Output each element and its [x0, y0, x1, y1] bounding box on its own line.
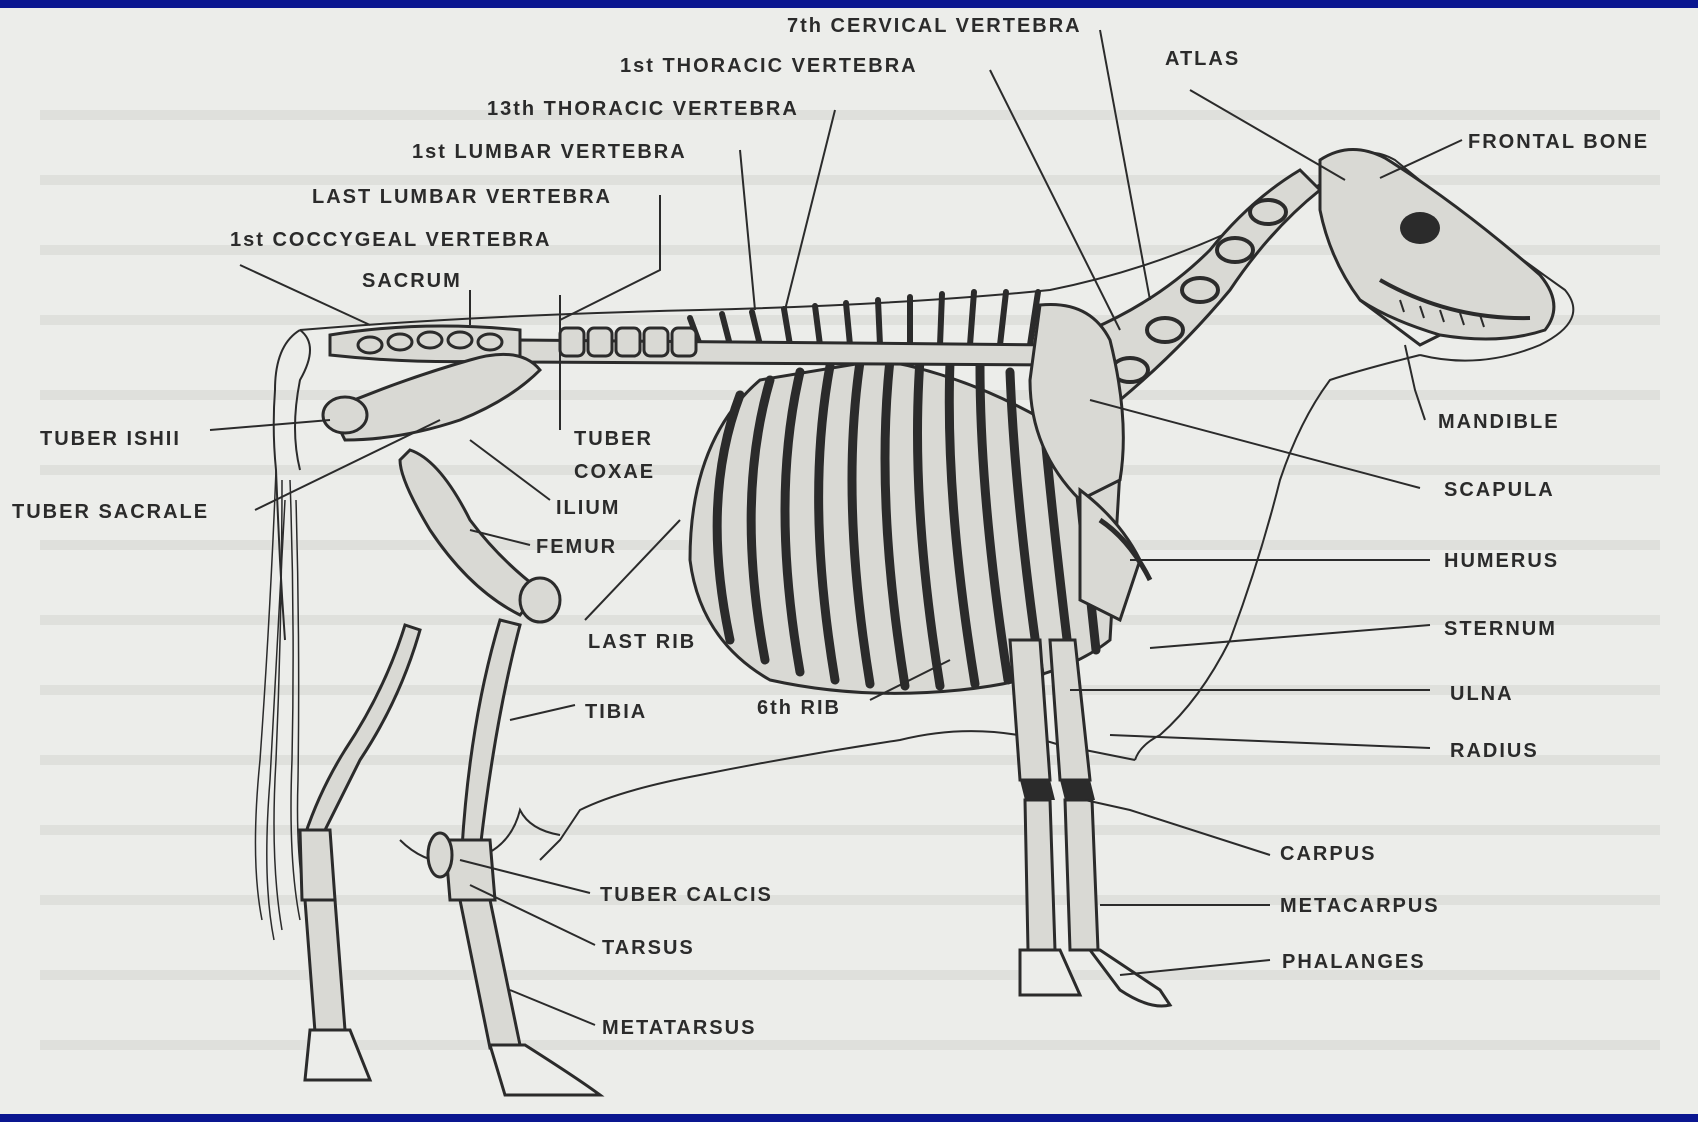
label-tuber-coxae-line1: TUBER [574, 428, 653, 450]
label-13th-thoracic-vertebra: 13th THORACIC VERTEBRA [487, 98, 799, 120]
label-tarsus: TARSUS [602, 937, 695, 959]
label-tuber-calcis: TUBER CALCIS [600, 884, 773, 906]
label-mandible: MANDIBLE [1438, 411, 1560, 433]
label-1st-thoracic-vertebra: 1st THORACIC VERTEBRA [620, 55, 918, 77]
label-tuber-sacrale: TUBER SACRALE [12, 501, 209, 523]
label-tuber-ishii: TUBER ISHII [40, 428, 181, 450]
label-6th-rib: 6th RIB [757, 697, 841, 719]
label-metatarsus: METATARSUS [602, 1017, 756, 1039]
label-ulna: ULNA [1450, 683, 1514, 705]
label-1st-coccygeal-vertebra: 1st COCCYGEAL VERTEBRA [230, 229, 551, 251]
label-last-lumbar-vertebra: LAST LUMBAR VERTEBRA [312, 186, 612, 208]
label-carpus: CARPUS [1280, 843, 1376, 865]
label-tuber-coxae-line2: COXAE [574, 461, 655, 483]
label-last-rib: LAST RIB [588, 631, 696, 653]
label-humerus: HUMERUS [1444, 550, 1559, 572]
label-frontal-bone: FRONTAL BONE [1468, 131, 1649, 153]
label-metacarpus: METACARPUS [1280, 895, 1440, 917]
frame-top [0, 0, 1698, 8]
label-sacrum: SACRUM [362, 270, 462, 292]
label-femur: FEMUR [536, 536, 617, 558]
label-radius: RADIUS [1450, 740, 1539, 762]
label-scapula: SCAPULA [1444, 479, 1555, 501]
label-tibia: TIBIA [585, 701, 647, 723]
label-7th-cervical-vertebra: 7th CERVICAL VERTEBRA [787, 15, 1082, 37]
label-atlas: ATLAS [1165, 48, 1240, 70]
label-sternum: STERNUM [1444, 618, 1557, 640]
label-phalanges: PHALANGES [1282, 951, 1426, 973]
label-1st-lumbar-vertebra: 1st LUMBAR VERTEBRA [412, 141, 687, 163]
frame-bottom [0, 1114, 1698, 1122]
label-ilium: ILIUM [556, 497, 620, 519]
